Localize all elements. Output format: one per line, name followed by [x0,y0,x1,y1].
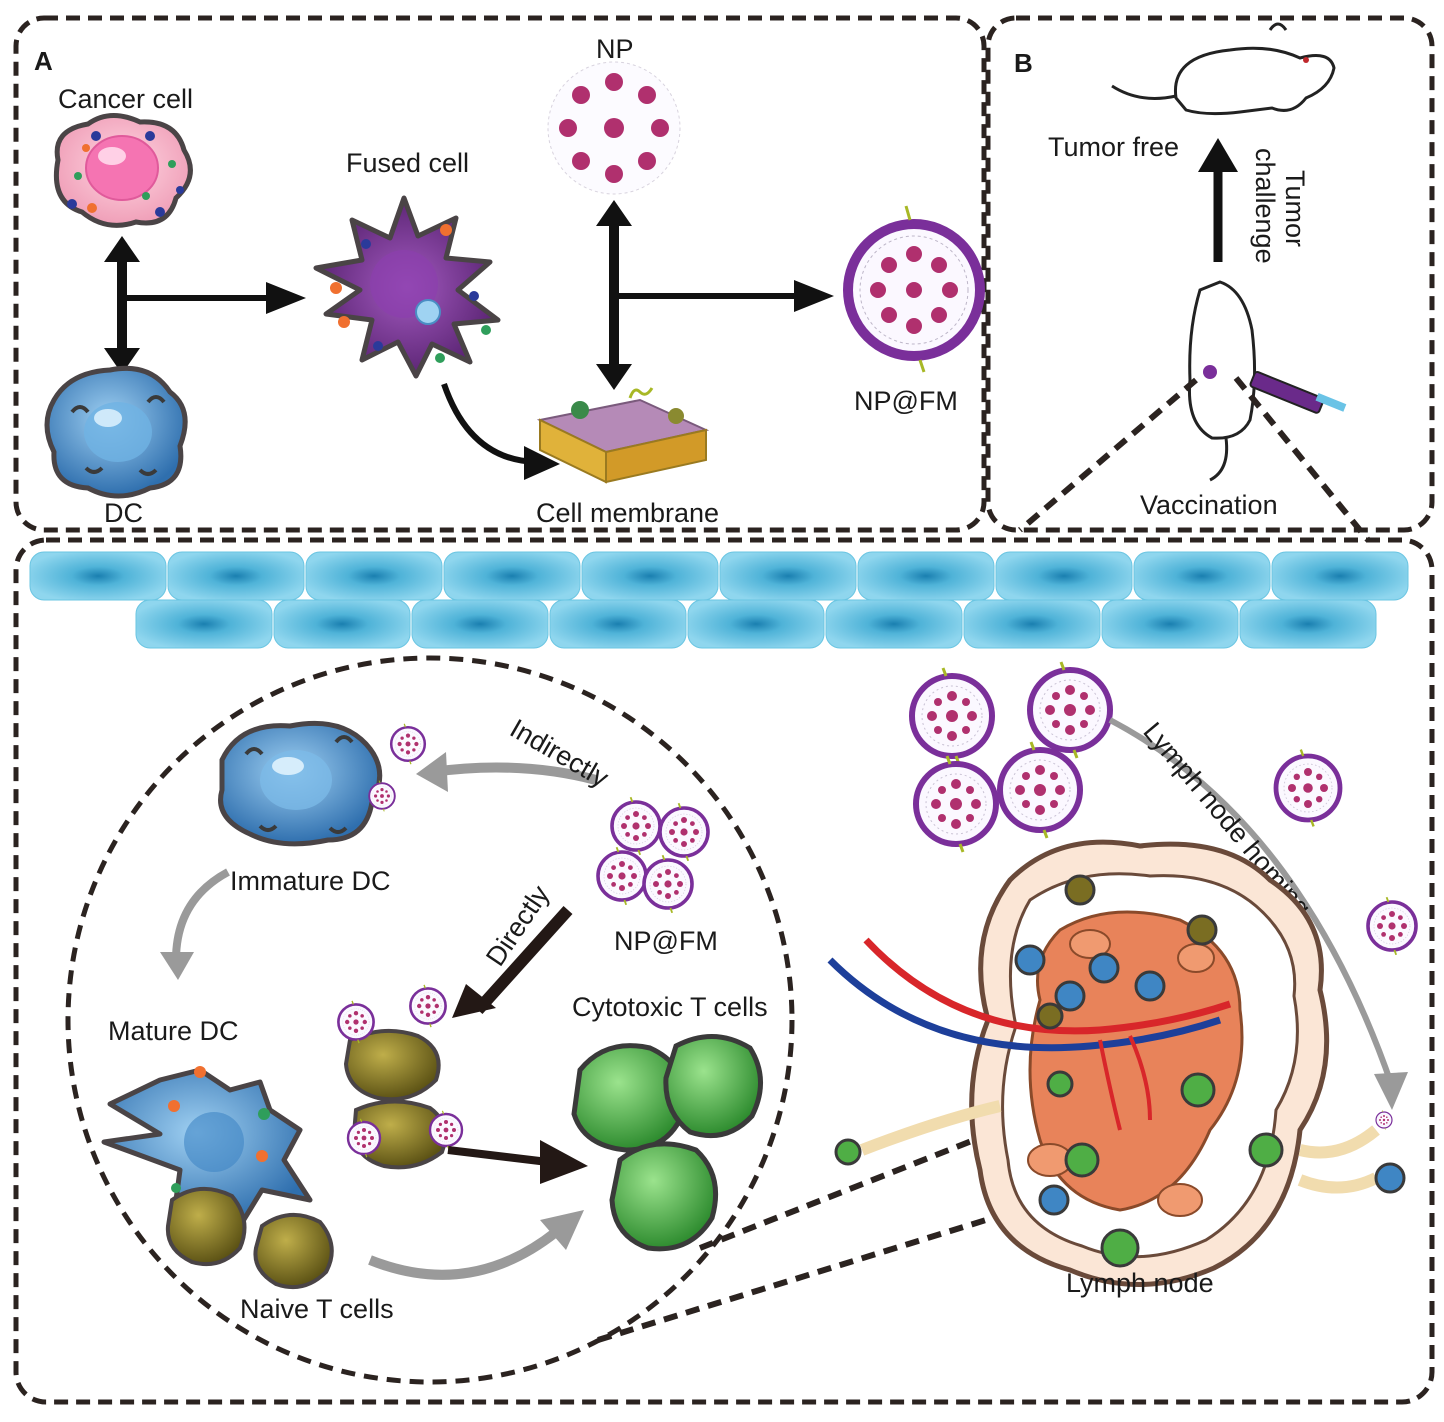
np-fm-cluster-2 [658,801,710,863]
syringe-icon [1249,371,1347,414]
indirectly-label: Indirectly [505,713,614,793]
epithelial-cell [825,599,963,649]
mouse-vaccination-icon [1187,280,1257,482]
np-fm-floating-1 [912,668,992,764]
np-label: NP [596,34,634,64]
dc-label: DC [104,498,143,528]
zoom-lines-b-to-c [1018,376,1371,542]
epithelial-cell [963,599,1101,649]
np-fm-floating-4 [1000,742,1080,838]
cancer-cell-label: Cancer cell [58,84,193,114]
maturation-arrow [172,868,230,961]
cell-membrane-icon [536,387,710,484]
np-fm-floating-7 [1375,1109,1393,1131]
tumor-challenge-label-2: challenge [1250,148,1280,264]
epithelial-cell [1101,599,1239,649]
tumor-challenge-label-1: Tumor [1280,170,1310,247]
np-fm-cluster-3 [596,845,648,907]
epithelial-cell [29,551,167,601]
dc-cell-icon [44,365,188,499]
immature-dc-icon [218,720,383,847]
cancer-cell-icon [53,113,193,228]
tumor-free-label: Tumor free [1048,132,1179,162]
epithelial-cell [167,551,305,601]
epithelial-cell [305,551,443,601]
np-fm-floating-5 [1276,750,1340,827]
panel-label-b: B [1014,48,1033,78]
np-fm-on-dc-icon [389,722,427,766]
epithelial-cell [273,599,411,649]
np-fm-cluster-label: NP@FM [614,926,718,956]
np-fm-label: NP@FM [854,386,958,416]
np-fm-on-t-cell-2 [409,983,447,1029]
epithelial-cell [1271,551,1409,601]
fused-cell-label: Fused cell [346,148,469,178]
lymphatic-vessels-icon [859,1100,1380,1194]
cytotoxic-t-cell-3-icon [609,1141,719,1252]
cell-membrane-label: Cell membrane [536,498,719,528]
activation-arrow [447,1146,549,1166]
np-fm-cluster-1 [610,795,662,857]
lymph-node-label: Lymph node [1066,1268,1214,1298]
epithelial-cell [135,599,273,649]
np-fm-cluster-4 [642,853,694,915]
epithelial-cell [719,551,857,601]
fused-to-membrane-arrow [441,383,537,465]
zoom-lines-inset [597,1115,1071,1343]
priming-arrow [368,1228,560,1280]
activated-t-cell-1-icon [343,1028,441,1102]
epithelial-cell [549,599,687,649]
panel-b-frame [985,15,1435,533]
np-fm-floating-3 [916,756,996,852]
panel-label-a: A [34,46,53,76]
np-fm-floating-6 [1366,895,1418,957]
epithelial-cell [1239,599,1377,649]
panel-c-frame [13,537,1435,1405]
zoom-inset-circle [65,655,795,1385]
epithelial-cell-layer [29,551,1409,649]
epithelial-cell [1133,551,1271,601]
indirect-arrow [431,762,598,785]
np-fm-icon [843,205,985,373]
immature-dc-label: Immature DC [230,866,391,896]
cytotoxic-t-cells-label: Cytotoxic T cells [572,992,768,1022]
vaccination-label: Vaccination [1140,490,1278,520]
epithelial-cell [443,551,581,601]
lymph-node-cells-icon [834,874,1406,1268]
mature-dc-icon [101,1066,313,1229]
fused-cell-icon [313,195,501,379]
epithelial-cell [687,599,825,649]
np-fm-floating-2 [1030,662,1110,758]
naive-t-cells-label: Naive T cells [240,1294,394,1324]
cytotoxic-t-cell-2-icon [663,1034,763,1139]
mouse-top-icon [1111,22,1336,116]
naive-t-cell-1-icon [165,1186,247,1267]
mature-dc-label: Mature DC [108,1016,239,1046]
epithelial-cell [411,599,549,649]
epithelial-cell [581,551,719,601]
lymph-node-icon [969,839,1330,1287]
naive-t-cell-2-icon [253,1212,334,1289]
lymph-node-homing-arrow [1108,717,1395,1087]
nanoparticle-core-icon [547,61,681,195]
epithelial-cell [995,551,1133,601]
blood-vessels-icon [827,937,1232,1131]
epithelial-cell [857,551,995,601]
activated-t-cell-2-icon [351,1099,447,1170]
direct-arrow [473,905,573,1015]
